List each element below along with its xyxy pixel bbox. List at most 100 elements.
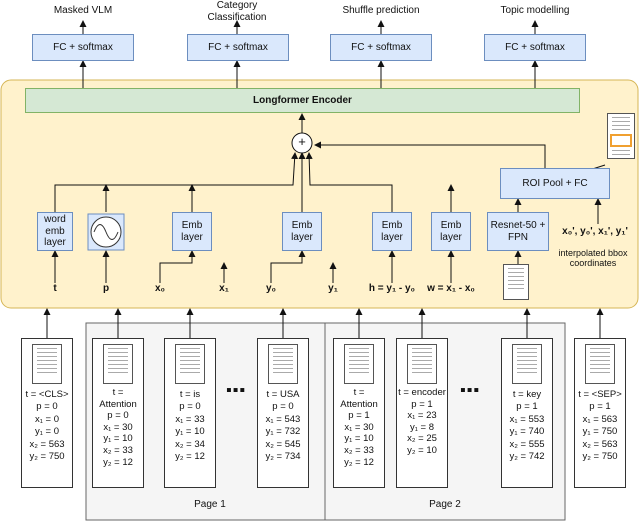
sum-symbol: + xyxy=(298,134,306,149)
emb-layer-x: Emb layer xyxy=(172,212,212,251)
input-x0: x₀ xyxy=(154,283,166,294)
token-x2: x₂ = 33 xyxy=(103,444,133,456)
input-p: p xyxy=(102,283,110,294)
token-x2: x₂ = 545 xyxy=(265,438,301,450)
token-p: p = 0 xyxy=(272,401,294,413)
token-y2: y₂ = 12 xyxy=(175,451,205,463)
token-y1: y₁ = 0 xyxy=(34,426,60,438)
token-y1: y₁ = 10 xyxy=(175,426,205,438)
token-y1: y₁ = 732 xyxy=(265,426,301,438)
page-thumbnail xyxy=(585,344,615,384)
token-y1: y₁ = 10 xyxy=(344,433,374,445)
token-t: t = Attention xyxy=(340,387,378,410)
token-x1: x₁ = 30 xyxy=(344,421,374,433)
roi-pool-fc: ROI Pool + FC xyxy=(500,168,610,199)
token-y1: y₁ = 740 xyxy=(509,426,545,438)
emb-layer-y: Emb layer xyxy=(282,212,322,251)
page-thumbnail xyxy=(512,344,542,384)
token-card: t = Attention p = 1 x₁ = 30 y₁ = 10 x₂ =… xyxy=(333,338,385,488)
token-p: p = 1 xyxy=(411,398,433,410)
longformer-encoder: Longformer Encoder xyxy=(25,88,580,113)
token-x1: x₁ = 33 xyxy=(175,413,205,425)
token-y2: y₂ = 10 xyxy=(407,444,437,456)
input-y1: y₁ xyxy=(328,283,338,294)
token-card: t = USA p = 0 x₁ = 543 y₁ = 732 x₂ = 545… xyxy=(257,338,309,488)
page-image-icon xyxy=(503,264,529,300)
token-y2: y₂ = 12 xyxy=(344,456,374,468)
head-shuffle-title: Shuffle prediction xyxy=(342,5,420,16)
sinusoid-icon xyxy=(87,213,125,251)
sum-node xyxy=(291,132,313,154)
token-x1: x₁ = 30 xyxy=(103,421,133,433)
token-y2: y₂ = 742 xyxy=(509,451,545,463)
token-y2: y₂ = 12 xyxy=(103,456,133,468)
page1-label: Page 1 xyxy=(194,499,226,510)
input-y0: y₀ xyxy=(265,283,277,294)
token-x2: x₂ = 34 xyxy=(175,438,205,450)
token-card: t = key p = 1 x₁ = 553 y₁ = 740 x₂ = 555… xyxy=(501,338,553,488)
token-x2: x₂ = 33 xyxy=(344,444,374,456)
token-y2: y₂ = 750 xyxy=(29,451,65,463)
page-thumbnail xyxy=(175,344,205,384)
token-x2: x₂ = 563 xyxy=(582,438,618,450)
token-t: t = USA xyxy=(266,389,300,400)
head-category-fc: FC + softmax xyxy=(187,34,289,61)
ellipsis-page1: ▪▪▪ xyxy=(226,382,247,399)
token-p: p = 0 xyxy=(107,410,129,422)
page-thumbnail xyxy=(103,344,133,384)
input-x1: x₁ xyxy=(219,283,229,294)
page-thumbnail xyxy=(32,344,62,384)
token-t: t = key xyxy=(512,389,542,400)
input-bbox: x₀', y₀', x₁', y₁' xyxy=(562,226,628,237)
token-card: t = Attention p = 0 x₁ = 30 y₁ = 10 x₂ =… xyxy=(92,338,144,488)
token-y1: y₁ = 8 xyxy=(409,421,435,433)
page-thumbnail xyxy=(407,344,437,384)
head-shuffle-fc: FC + softmax xyxy=(330,34,432,61)
token-t: t = is xyxy=(179,389,201,400)
word-emb-layer: word emb layer xyxy=(37,212,73,251)
token-card: t = <SEP> p = 1 x₁ = 563 y₁ = 750 x₂ = 5… xyxy=(574,338,626,488)
input-w: w = x₁ - x₀ xyxy=(427,283,475,294)
head-masked-vlm-title: Masked VLM xyxy=(53,5,113,16)
token-y2: y₂ = 750 xyxy=(582,451,618,463)
token-x2: x₂ = 25 xyxy=(407,433,437,445)
resnet-fpn: Resnet-50 + FPN xyxy=(487,212,549,251)
token-card: t = <CLS> p = 0 x₁ = 0 y₁ = 0 x₂ = 563 y… xyxy=(21,338,73,488)
token-y2: y₂ = 734 xyxy=(265,451,301,463)
token-t: t = <SEP> xyxy=(578,389,622,400)
page-thumbnail xyxy=(268,344,298,384)
token-y1: y₁ = 10 xyxy=(103,433,133,445)
input-h: h = y₁ - y₀ xyxy=(368,283,416,294)
token-t: t = encoder xyxy=(398,387,446,398)
emb-layer-w: Emb layer xyxy=(431,212,471,251)
token-x2: x₂ = 563 xyxy=(29,438,65,450)
token-p: p = 0 xyxy=(179,401,201,413)
page-thumbnail xyxy=(344,344,374,384)
head-category-title: Category Classification xyxy=(207,0,267,23)
bbox-caption: interpolated bbox coordinates xyxy=(558,248,628,269)
token-y1: y₁ = 750 xyxy=(582,426,618,438)
token-x1: x₁ = 543 xyxy=(265,413,301,425)
encoder-panel xyxy=(0,79,639,309)
document-image-icon xyxy=(607,113,635,159)
token-p: p = 1 xyxy=(348,410,370,422)
token-x2: x₂ = 555 xyxy=(509,438,545,450)
head-topic-title: Topic modelling xyxy=(500,5,570,16)
token-x1: x₁ = 23 xyxy=(407,410,437,422)
emb-layer-h: Emb layer xyxy=(372,212,412,251)
token-x1: x₁ = 0 xyxy=(34,413,60,425)
token-t: t = <CLS> xyxy=(25,389,69,400)
token-p: p = 0 xyxy=(36,401,58,413)
token-x1: x₁ = 553 xyxy=(509,413,545,425)
token-t: t = Attention xyxy=(99,387,137,410)
ellipsis-page2: ▪▪▪ xyxy=(460,382,481,399)
input-t: t xyxy=(53,283,57,294)
token-p: p = 1 xyxy=(589,401,611,413)
token-card: t = encoder p = 1 x₁ = 23 y₁ = 8 x₂ = 25… xyxy=(396,338,448,488)
token-card: t = is p = 0 x₁ = 33 y₁ = 10 x₂ = 34 y₂ … xyxy=(164,338,216,488)
head-topic-fc: FC + softmax xyxy=(484,34,586,61)
page2-label: Page 2 xyxy=(429,499,461,510)
head-masked-vlm-fc: FC + softmax xyxy=(32,34,134,61)
token-p: p = 1 xyxy=(516,401,538,413)
